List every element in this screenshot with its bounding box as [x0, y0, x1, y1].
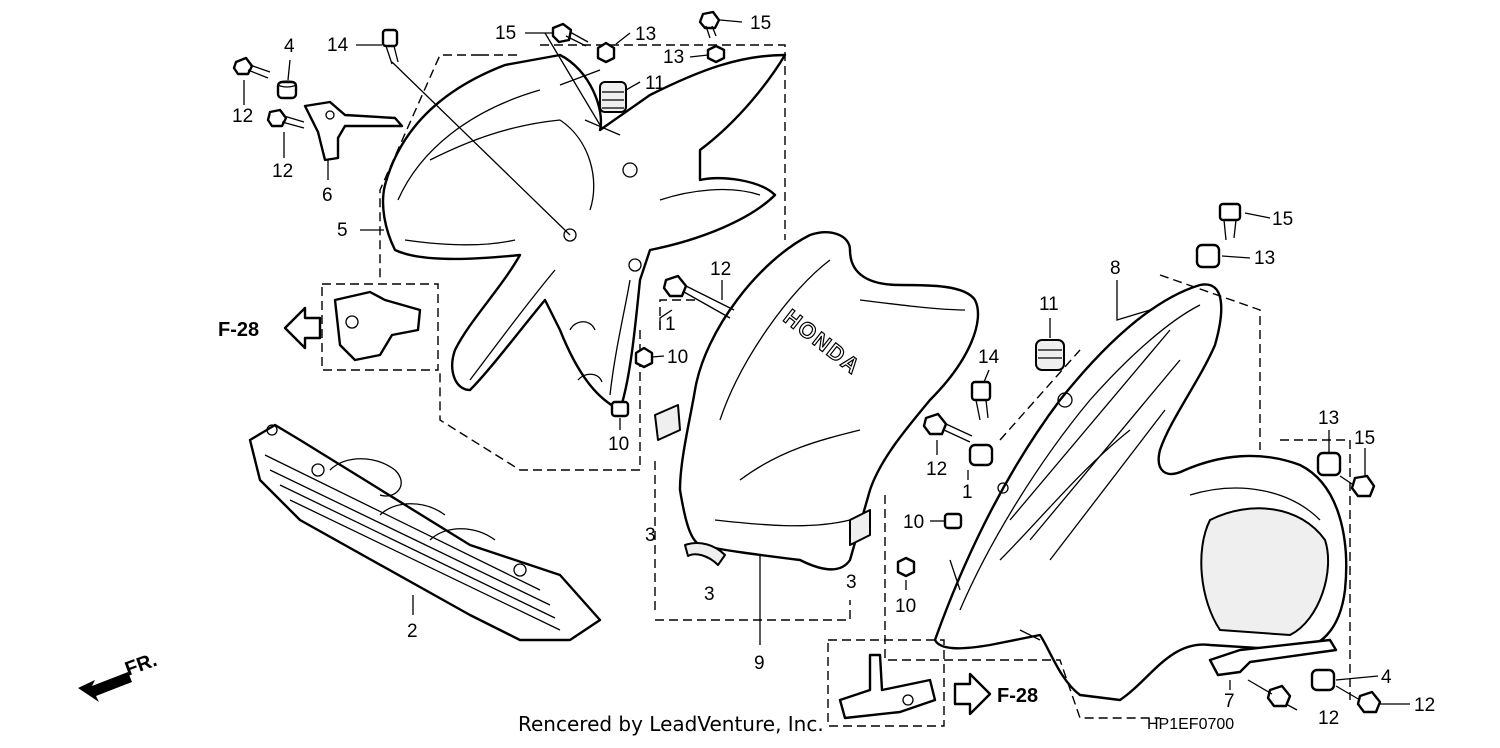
bolt-15-top-b — [698, 10, 721, 39]
nut-10-right-a — [943, 512, 963, 530]
part-callouts: 14 15 13 15 13 11 4 12 12 6 5 12 1 10 10… — [232, 13, 1435, 729]
group-bracket-nose — [654, 299, 851, 621]
callout-4-top: 4 — [284, 36, 295, 57]
bolt-14-right — [970, 380, 992, 421]
nut-10-right-b — [896, 556, 916, 578]
callout-6: 6 — [322, 185, 333, 206]
ref-label-left: F-28 — [218, 319, 259, 341]
nut-10-mid-b — [610, 400, 630, 418]
bolt-12-bottom-a — [1247, 679, 1292, 708]
callout-3-a: 3 — [645, 525, 656, 546]
callout-3-b: 3 — [704, 584, 715, 605]
nut-10-mid-a — [634, 346, 654, 369]
callout-14-top: 14 — [327, 35, 349, 56]
bolt-15-right-a — [1218, 202, 1242, 241]
callout-8: 8 — [1110, 258, 1121, 279]
callout-10-right-a: 10 — [903, 512, 924, 533]
callout-13-right-a: 13 — [1254, 248, 1275, 269]
bolt-14-top — [381, 28, 399, 65]
collar-1-right — [968, 443, 994, 467]
callout-12-mid: 12 — [710, 259, 731, 280]
ref-label-right: F-28 — [997, 685, 1038, 707]
front-fender-right — [933, 283, 1348, 702]
diagram-code: HP1EF0700 — [1147, 716, 1234, 733]
callout-7: 7 — [1224, 691, 1235, 712]
callout-13-top-a: 13 — [635, 24, 656, 45]
collar-4-top — [276, 80, 298, 100]
nut-13-right-b — [1316, 451, 1342, 477]
leader-lines — [243, 19, 1410, 711]
callout-15-top-a: 15 — [495, 23, 516, 44]
callout-14-right: 14 — [978, 347, 1000, 368]
grommet-11-top — [599, 81, 627, 113]
bolt-12-top-b — [266, 108, 305, 129]
callout-11-top: 11 — [645, 73, 665, 94]
bracket-left-ref — [321, 283, 439, 371]
bracket-right-ref — [827, 639, 945, 727]
group-bracket-right — [884, 274, 1351, 719]
bracket-7 — [1208, 638, 1338, 677]
ref-arrow-left: F-28 — [218, 306, 322, 350]
callout-12-bottom-b: 12 — [1414, 695, 1435, 716]
callout-12-top-a: 12 — [232, 106, 253, 127]
nut-13-top-b — [706, 44, 726, 64]
callout-12-right-mid: 12 — [926, 459, 947, 480]
callout-2: 2 — [407, 621, 418, 642]
credit-text: Rencered by LeadVenture, Inc. — [518, 712, 824, 736]
callout-10-right-b: 10 — [895, 596, 916, 617]
nut-13-top-a — [596, 41, 616, 64]
bolt-12-right-mid — [922, 412, 973, 443]
callout-10-mid-b: 10 — [608, 434, 629, 455]
collar-4-bottom — [1310, 668, 1336, 692]
group-bracket-top — [439, 44, 786, 471]
nose-cover: HONDA — [654, 231, 980, 571]
front-fender-left — [381, 53, 787, 412]
callout-10-mid-a: 10 — [667, 347, 688, 368]
grommet-11-right — [1035, 339, 1065, 371]
callout-9: 9 — [754, 653, 765, 674]
callout-13-right-b: 13 — [1318, 408, 1339, 429]
front-direction-label: FR. — [122, 649, 160, 681]
bolt-12-bottom-b — [1335, 685, 1382, 714]
callout-15-right-b: 15 — [1354, 428, 1375, 449]
callout-3-c: 3 — [846, 572, 857, 593]
callout-13-top-b: 13 — [663, 47, 684, 68]
callout-15-top-b: 15 — [750, 13, 771, 34]
bolt-15-top-a — [551, 22, 589, 47]
callout-1-mid: 1 — [665, 314, 676, 335]
bolt-12-top-a — [232, 56, 271, 79]
bolt-15-right-b — [1339, 474, 1376, 498]
callout-12-bottom-a: 12 — [1318, 708, 1339, 729]
bolt-12-mid — [662, 274, 735, 319]
callout-15-right-a: 15 — [1272, 209, 1293, 230]
nut-13-right-a — [1195, 243, 1221, 269]
radiator-grille — [248, 423, 602, 642]
ref-arrow-right: F-28 — [953, 672, 1038, 716]
callout-11-right: 11 — [1039, 294, 1059, 315]
front-direction-marker: FR. — [78, 649, 160, 702]
callout-1-right: 1 — [962, 482, 973, 503]
callout-12-top-b: 12 — [272, 161, 293, 182]
callout-4-bottom: 4 — [1381, 667, 1392, 688]
callout-5: 5 — [337, 220, 348, 241]
bracket-6 — [303, 100, 404, 162]
